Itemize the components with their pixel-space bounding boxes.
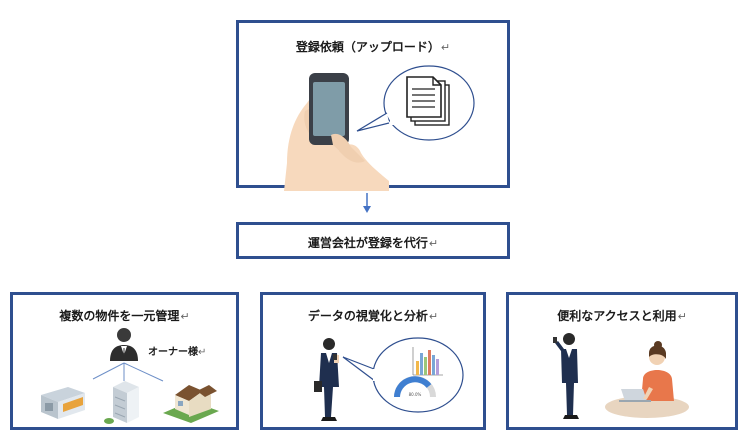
data-visualization-box: データの視覚化と分析↵ 80.0% bbox=[260, 292, 486, 430]
upload-request-box: 登録依頼（アップロード）↵ bbox=[236, 20, 510, 188]
building-icon bbox=[13, 295, 242, 433]
document-stack-icon bbox=[239, 23, 513, 191]
convenient-access-box: 便利なアクセスと利用↵ bbox=[506, 292, 738, 430]
woman-laptop-icon bbox=[509, 295, 741, 433]
centralized-management-box: 複数の物件を一元管理↵ オーナー様↵ bbox=[10, 292, 239, 430]
agency-box: 運営会社が登録を代行↵ bbox=[236, 222, 510, 259]
gauge-label: 80.0% bbox=[409, 392, 422, 397]
gauge-icon: 80.0% bbox=[263, 295, 489, 433]
agency-title: 運営会社が登録を代行↵ bbox=[239, 234, 507, 251]
